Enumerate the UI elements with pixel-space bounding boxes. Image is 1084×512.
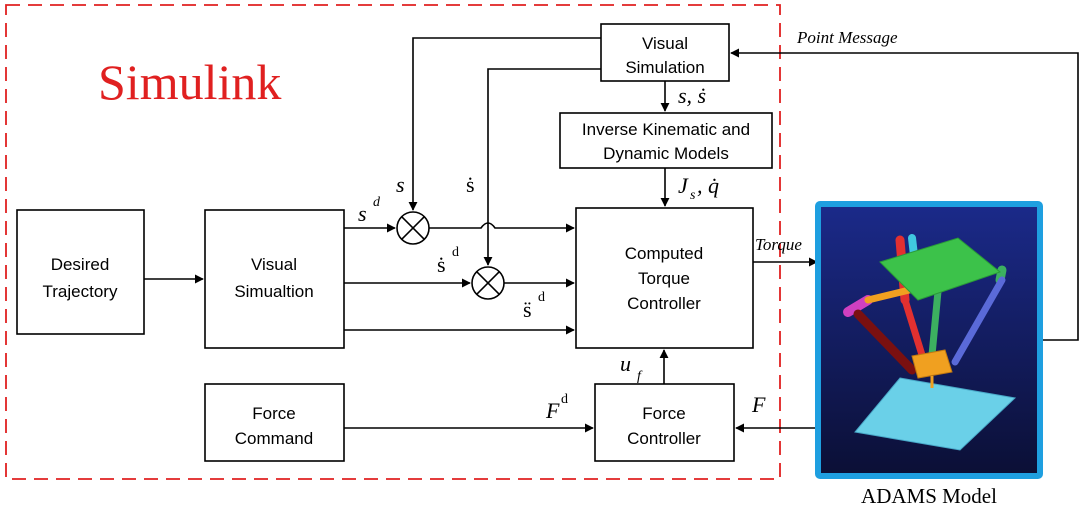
signal-js-qdot-label: J s , q̇: [678, 173, 719, 203]
block-label-line: Controller: [627, 294, 701, 313]
block-label-line: Simualtion: [234, 282, 313, 301]
simulink-label: Simulink: [98, 54, 281, 110]
force-controller-block[interactable]: Force Controller: [594, 383, 735, 462]
adams-model-panel[interactable]: [815, 201, 1043, 479]
visual-simualtion-block[interactable]: Visual Simualtion: [204, 209, 345, 349]
robot-link: [901, 296, 926, 359]
svg-text:d: d: [561, 392, 568, 407]
block-label-line: Force: [252, 404, 295, 423]
svg-text:s̈: s̈: [523, 297, 532, 322]
svg-text:u: u: [620, 351, 631, 376]
svg-text:d: d: [452, 245, 459, 260]
torque-label: Torque: [755, 235, 802, 254]
signal-sddotd-label: s̈ d: [523, 290, 545, 322]
signal-F-label: F: [751, 392, 766, 417]
block-label-line: Desired: [51, 255, 110, 274]
robot-link: [853, 309, 917, 375]
svg-text:s: s: [690, 188, 696, 203]
signal-s-sdot-out-label: s, ṡ: [678, 83, 706, 108]
force-command-block[interactable]: Force Command: [204, 383, 345, 462]
signal-uf-label: u f: [620, 351, 643, 384]
svg-text:ṡ: ṡ: [437, 252, 446, 277]
circle-cross-icon: [396, 211, 430, 245]
desired-trajectory-block[interactable]: Desired Trajectory: [16, 209, 145, 335]
arrow-sdot-feedback: [483, 68, 601, 266]
arrow-sum1-to-ctc: [429, 222, 575, 233]
svg-text:F: F: [545, 398, 560, 423]
signal-sdot-label: ṡ: [466, 172, 475, 197]
block-label-line: Torque: [638, 269, 690, 288]
svg-text:d: d: [373, 195, 381, 210]
block-label-line: Dynamic Models: [603, 144, 729, 163]
signal-sdotd-label: ṡ d: [437, 245, 459, 277]
svg-text:d: d: [538, 290, 545, 305]
end-effector: [911, 349, 953, 379]
circle-cross-icon: [471, 266, 505, 300]
svg-text:s: s: [358, 201, 367, 226]
signal-sd-label: s d: [358, 195, 381, 226]
block-label-line: Controller: [627, 429, 701, 448]
adams-caption: ADAMS Model: [861, 484, 997, 508]
block-label-line: Simulation: [625, 58, 704, 77]
top-plate: [879, 237, 1002, 301]
block-label-line: Visual: [642, 34, 688, 53]
simulink-frame: [5, 4, 781, 480]
block-label-line: Inverse Kinematic and: [582, 120, 750, 139]
base-platform: [854, 377, 1017, 451]
signal-s-label: s: [396, 172, 405, 197]
svg-text:f: f: [637, 369, 643, 384]
robot-link: [951, 276, 1006, 366]
block-label-line: Command: [235, 429, 313, 448]
computed-torque-controller-block[interactable]: Computed Torque Controller: [575, 207, 754, 349]
block-label-line: Visual: [251, 255, 297, 274]
arrow-s-feedback: [408, 37, 601, 211]
robot-link: [843, 295, 873, 317]
signal-Fd-label: F d: [545, 392, 568, 423]
block-label-line: Computed: [625, 244, 703, 263]
svg-text:J: J: [678, 173, 689, 198]
arrow-point-message: [730, 48, 1079, 341]
inverse-models-block[interactable]: Inverse Kinematic and Dynamic Models: [559, 112, 773, 169]
visual-simulation-block[interactable]: Visual Simulation: [600, 23, 730, 82]
svg-text:, q̇: , q̇: [697, 173, 719, 198]
point-message-label: Point Message: [796, 28, 898, 47]
block-label-line: Force: [642, 404, 685, 423]
block-label-line: Trajectory: [43, 282, 118, 301]
